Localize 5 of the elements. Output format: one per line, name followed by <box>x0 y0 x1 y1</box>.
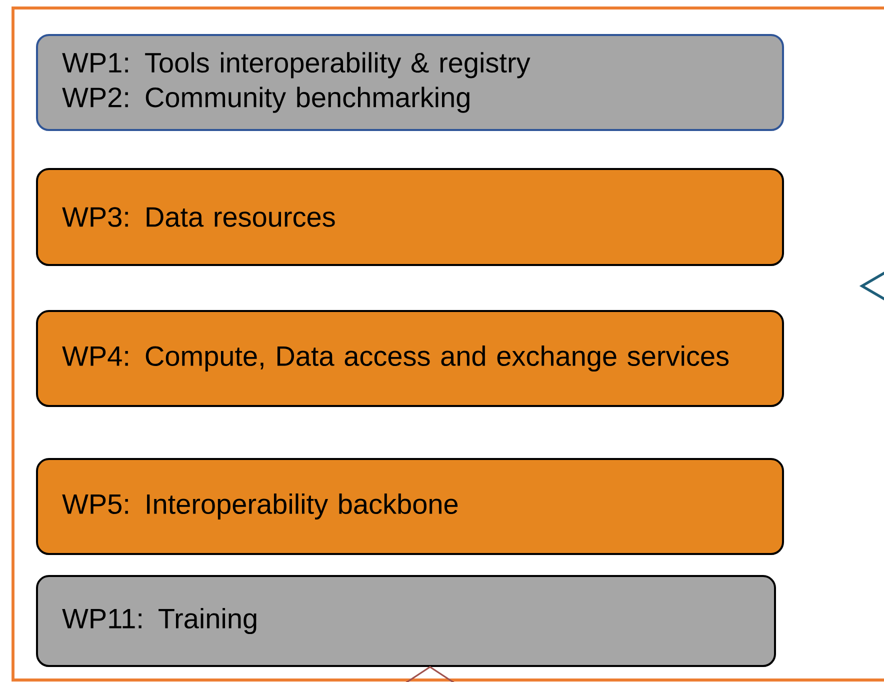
work-package-box: WP11: Training <box>36 575 776 667</box>
work-package-box: WP5: Interoperability backbone <box>36 458 784 555</box>
work-package-box: WP4: Compute, Data access and exchange services <box>36 310 784 407</box>
work-package-box: WP3: Data resources <box>36 168 784 266</box>
work-package-box: WP1: Tools interoperability & registry WP2: Community benchmarking <box>36 34 784 131</box>
